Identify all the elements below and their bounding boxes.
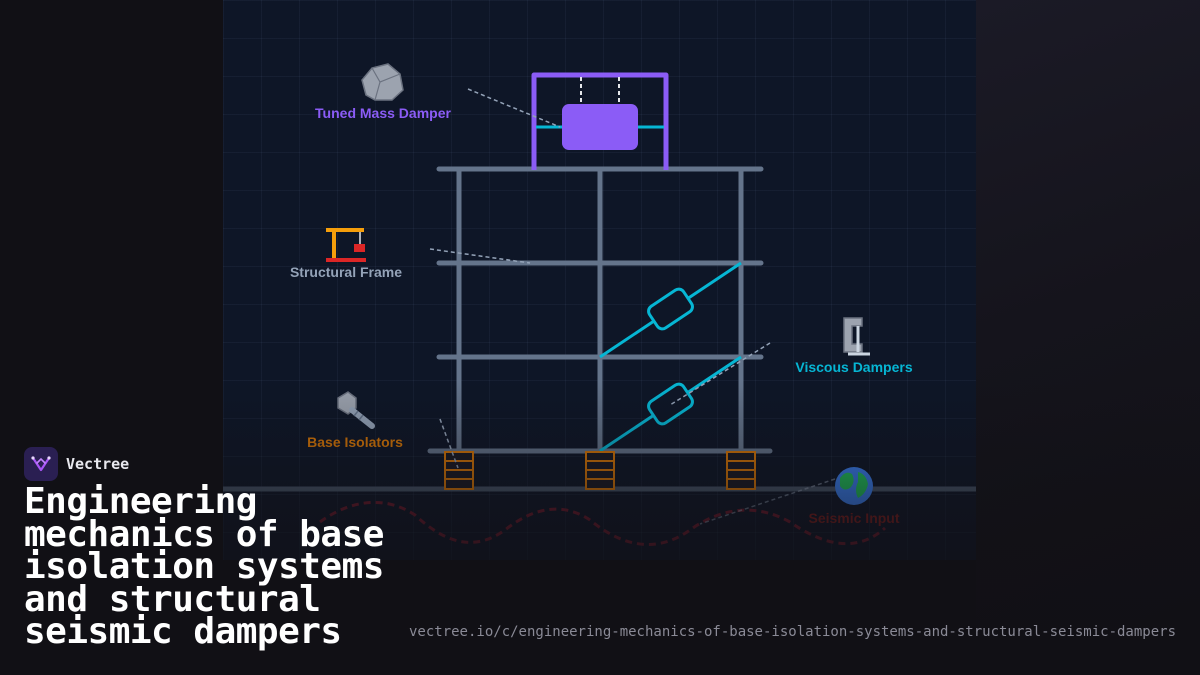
label-tuned-mass-damper: Tuned Mass Damper	[315, 105, 451, 121]
label-seismic-input: Seismic Input	[808, 510, 899, 526]
globe-icon	[835, 467, 873, 505]
leader-tmd	[467, 88, 561, 128]
base-isolator-right	[726, 451, 756, 490]
label-structural-frame: Structural Frame	[290, 264, 402, 280]
base-isolator-center	[585, 451, 615, 490]
viscous-damper-lower	[599, 355, 742, 453]
rock-icon	[361, 63, 404, 101]
structural-frame	[436, 166, 764, 451]
tuned-mass-damper	[531, 72, 669, 170]
label-viscous-dampers: Viscous Dampers	[795, 359, 912, 375]
vectree-logo-icon	[24, 447, 58, 481]
crane-icon	[326, 228, 366, 262]
page-url[interactable]: vectree.io/c/engineering-mechanics-of-ba…	[408, 624, 1176, 640]
brand: Vectree	[24, 447, 129, 481]
leader-frame	[429, 248, 531, 264]
nut-and-bolt-icon	[337, 391, 375, 429]
viscous-damper-upper	[599, 261, 742, 359]
clamp-icon	[843, 317, 870, 356]
brand-name: Vectree	[66, 455, 130, 473]
page-title: Engineering mechanics of base isolation …	[24, 481, 384, 652]
label-base-isolators: Base Isolators	[307, 434, 403, 450]
tmd-mass	[562, 104, 638, 150]
leader-viscous	[669, 342, 771, 406]
base-isolator-left	[444, 451, 474, 490]
